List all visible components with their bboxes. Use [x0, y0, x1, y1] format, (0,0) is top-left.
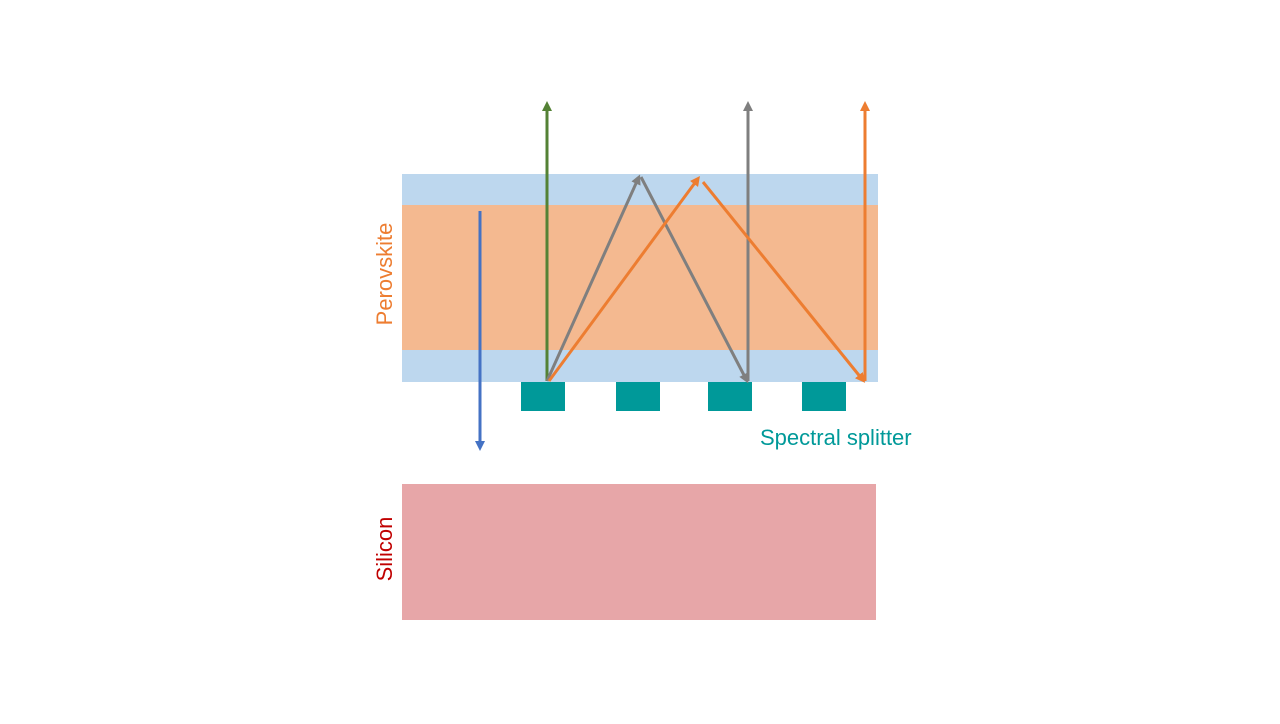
perovskite-label: Perovskite [372, 223, 397, 326]
top-cladding-layer [402, 174, 878, 206]
splitter-block [708, 382, 752, 411]
orange-ray-segment-up [547, 175, 700, 382]
bottom-cladding-layer [402, 350, 878, 382]
splitter-block [521, 382, 565, 411]
gray-ray-segment-up [545, 174, 641, 382]
gray-ray-segment-down [639, 176, 749, 384]
spectral-splitter-label: Spectral splitter [760, 425, 912, 450]
splitter-block [802, 382, 846, 411]
silicon-layer [402, 484, 876, 620]
splitter-block [616, 382, 660, 411]
silicon-label: Silicon [372, 517, 397, 582]
orange-ray-segment-down [701, 181, 866, 383]
perovskite-layer [402, 205, 878, 351]
